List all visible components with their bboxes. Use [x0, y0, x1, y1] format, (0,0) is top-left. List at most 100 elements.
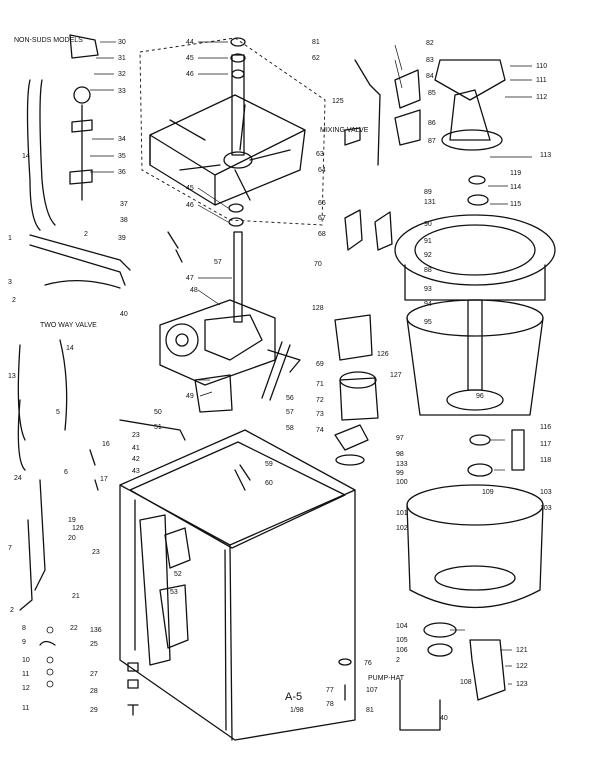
callout-2a: 2 [84, 231, 88, 238]
callout-6: 6 [64, 469, 68, 476]
callout-121: 121 [516, 647, 528, 654]
callout-38: 38 [120, 217, 128, 224]
callout-118: 118 [540, 457, 551, 464]
callout-25: 25 [90, 641, 98, 648]
callout-52: 52 [174, 571, 182, 578]
callout-53: 53 [170, 589, 178, 596]
callout-92: 92 [424, 252, 432, 259]
callout-56: 56 [286, 395, 294, 402]
callout-3: 3 [8, 279, 12, 286]
callout-103a: 103 [540, 489, 552, 496]
callout-78: 78 [326, 701, 334, 708]
callout-69: 69 [316, 361, 324, 368]
callout-43: 43 [132, 468, 140, 475]
callout-72: 72 [316, 397, 324, 404]
callout-40: 40 [120, 311, 128, 318]
callout-89: 89 [424, 189, 432, 196]
callout-47: 47 [186, 275, 194, 282]
callout-46b: 46 [186, 202, 194, 209]
callout-2c: 2 [10, 607, 14, 614]
callout-33: 33 [118, 88, 126, 95]
callout-110: 110 [536, 63, 547, 70]
callout-45a: 45 [186, 55, 194, 62]
callout-131: 131 [424, 199, 436, 206]
callout-66: 66 [318, 200, 326, 207]
notes: NON-SUDS MODELS MIXING VALVE TWO WAY VAL… [14, 37, 405, 714]
callout-71: 71 [316, 381, 324, 388]
callout-63: 63 [316, 151, 324, 158]
callout-119: 119 [510, 170, 521, 177]
callout-39: 39 [118, 235, 126, 242]
note-non-suds-models: NON-SUDS MODELS [14, 37, 83, 44]
transmission-drawing [159, 231, 301, 413]
callout-64: 64 [318, 167, 326, 174]
callout-98: 98 [396, 451, 404, 458]
callout-91: 91 [424, 238, 432, 245]
callout-21: 21 [72, 593, 80, 600]
callout-16: 16 [102, 441, 110, 448]
callout-12: 12 [22, 685, 30, 692]
callout-30: 30 [118, 39, 126, 46]
callout-70: 70 [314, 261, 322, 268]
callout-23a: 23 [132, 432, 140, 439]
agitator-drive-plate-drawing [139, 37, 326, 227]
callout-84: 84 [426, 73, 434, 80]
callout-50: 50 [154, 409, 162, 416]
callout-74: 74 [316, 427, 324, 434]
callout-46a: 46 [186, 71, 194, 78]
callout-104: 104 [396, 623, 408, 630]
callout-106: 106 [396, 647, 408, 654]
callout-44: 44 [186, 39, 194, 46]
callout-35: 35 [118, 153, 126, 160]
callout-127: 127 [390, 372, 402, 379]
callout-103b: 103 [540, 505, 552, 512]
callout-9: 9 [22, 639, 26, 646]
leader-lines [90, 41, 532, 685]
callout-2b: 2 [12, 297, 16, 304]
callout-14a: 14 [22, 153, 30, 160]
callout-27: 27 [90, 671, 98, 678]
callout-101: 101 [396, 510, 408, 517]
callout-112: 112 [536, 94, 547, 101]
callout-105: 105 [396, 637, 408, 644]
callout-10: 10 [22, 657, 30, 664]
callout-19: 19 [68, 517, 76, 524]
callout-49: 49 [186, 393, 194, 400]
callout-85: 85 [428, 90, 436, 97]
callout-88: 88 [424, 267, 432, 274]
callout-109: 109 [482, 489, 494, 496]
callout-57b: 57 [286, 409, 294, 416]
callout-29: 29 [90, 707, 98, 714]
callout-28: 28 [90, 688, 98, 695]
callout-90: 90 [424, 221, 432, 228]
callout-2d: 2 [396, 657, 400, 664]
callout-40b: 40 [440, 715, 448, 722]
note-pump-hat: PUMP-HAT [368, 675, 405, 682]
tub-drawing [394, 59, 556, 731]
callout-126a: 126 [72, 525, 84, 532]
callout-82: 82 [426, 40, 434, 47]
cabinet-drawing [119, 429, 356, 741]
callout-62: 62 [312, 55, 320, 62]
motor-drawing [334, 59, 421, 466]
callout-115: 115 [510, 201, 521, 208]
callout-113: 113 [540, 152, 551, 159]
callout-116: 116 [540, 424, 551, 431]
hoses-drawing [17, 34, 186, 611]
callout-8: 8 [22, 625, 26, 632]
callout-99: 99 [396, 470, 404, 477]
callout-93: 93 [424, 286, 432, 293]
callout-133: 133 [396, 461, 408, 468]
callout-23b: 23 [92, 549, 100, 556]
callout-126b: 126 [377, 351, 389, 358]
callout-20: 20 [68, 535, 76, 542]
callout-11b: 11 [22, 705, 29, 712]
callout-96: 96 [476, 393, 484, 400]
callout-125: 125 [332, 98, 344, 105]
callout-102: 102 [396, 525, 408, 532]
callout-67: 67 [318, 215, 326, 222]
callout-60: 60 [265, 480, 273, 487]
callout-7: 7 [8, 545, 12, 552]
callout-76: 76 [364, 660, 372, 667]
